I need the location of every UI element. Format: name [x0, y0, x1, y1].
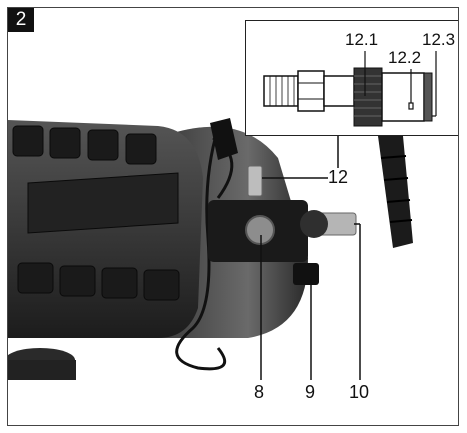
pressure-regulator — [293, 263, 319, 285]
callout-12: 12 — [328, 167, 349, 187]
knurled-sleeve — [353, 67, 383, 127]
quick-coupling — [247, 165, 263, 197]
figure-frame: 2 — [7, 7, 459, 426]
leader-lines — [260, 136, 361, 380]
callout-12-1: 12.1 — [345, 30, 379, 49]
callout-8: 8 — [254, 382, 265, 402]
compressor-photo — [8, 118, 413, 380]
coupling-detail-drawing — [263, 51, 437, 127]
power-plug — [210, 118, 238, 160]
housing-ribs — [12, 125, 180, 301]
figure-number: 2 — [8, 8, 34, 32]
on-off-button — [245, 215, 275, 245]
power-cable — [175, 127, 227, 371]
detail-inset: 12.1 12.2 12.3 — [245, 20, 458, 136]
callout-10: 10 — [349, 382, 370, 402]
callout-12-2: 12.2 — [388, 48, 422, 67]
carry-handle — [378, 136, 413, 248]
callout-9: 9 — [305, 382, 316, 402]
callout-12-3: 12.3 — [422, 30, 456, 49]
